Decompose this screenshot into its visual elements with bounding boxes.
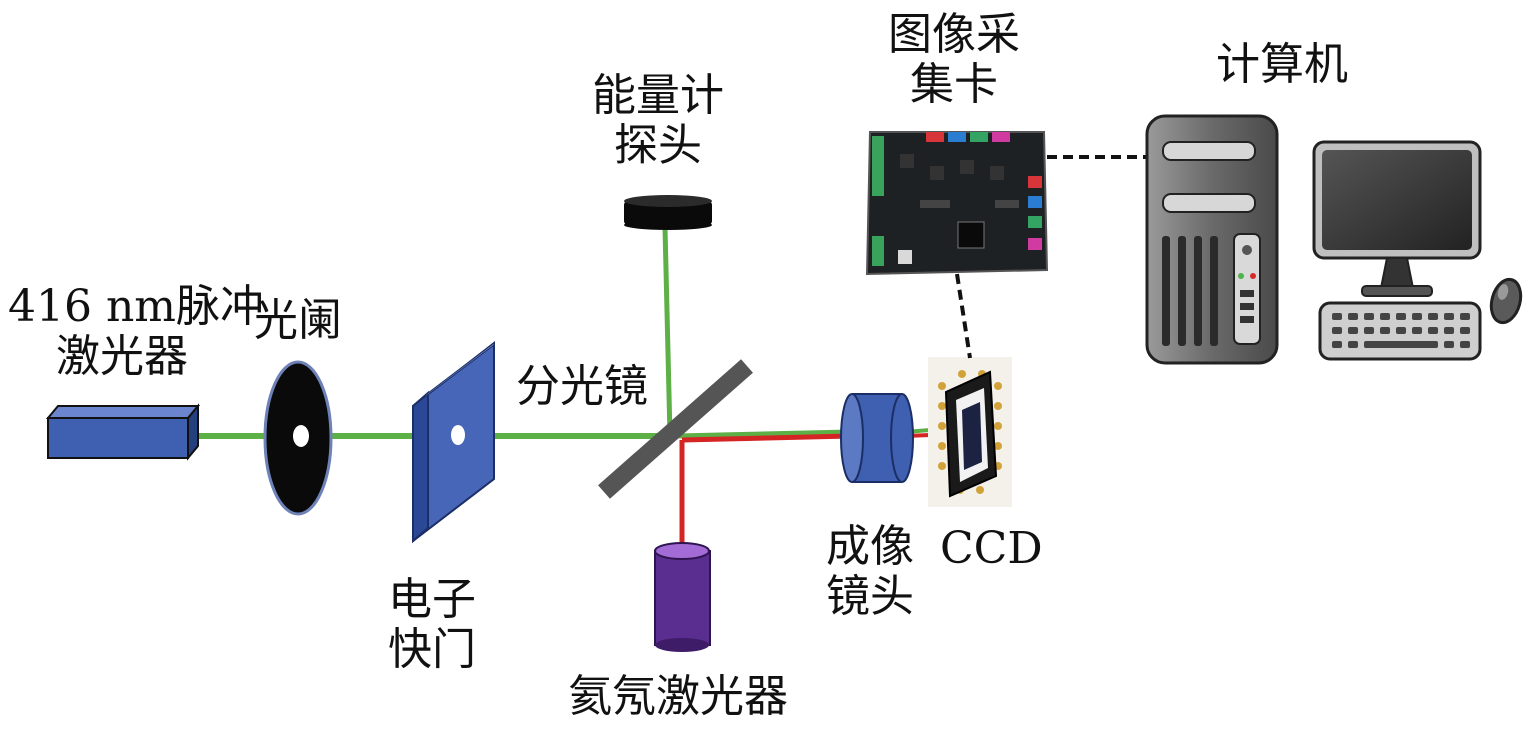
label-416nm-pulsed-laser: 416 nm脉冲 激光器: [8, 281, 265, 382]
imaging-lens: [840, 393, 914, 483]
label-energy-meter-probe: 能量计 探头: [592, 70, 724, 171]
energy-meter-probe: [624, 195, 712, 230]
capture-card-board: [865, 131, 1049, 276]
label-electronic-shutter: 电子 快门: [388, 574, 476, 675]
pulsed-laser-416: [45, 403, 201, 461]
keyboard: [1318, 301, 1482, 361]
label-aperture: 光阑: [254, 295, 342, 346]
aperture-disc: [263, 360, 333, 516]
label-imaging-lens: 成像 镜头: [826, 521, 914, 622]
mouse: [1489, 277, 1523, 325]
label-beamsplitter: 分光镜: [516, 361, 648, 412]
computer-monitor: [1312, 140, 1482, 297]
label-computer: 计算机: [1216, 39, 1348, 90]
label-capture-card: 图像采 集卡: [888, 9, 1020, 110]
beamsplitter-mirror: [598, 359, 753, 499]
hene-laser: [654, 542, 711, 652]
ccd-sensor: [928, 357, 1012, 507]
label-ccd: CCD: [940, 523, 1043, 574]
data-cables: [955, 155, 1148, 359]
computer-tower: [1145, 114, 1279, 365]
label-hene-laser: 氦氖激光器: [568, 671, 788, 722]
electronic-shutter: [412, 340, 495, 544]
